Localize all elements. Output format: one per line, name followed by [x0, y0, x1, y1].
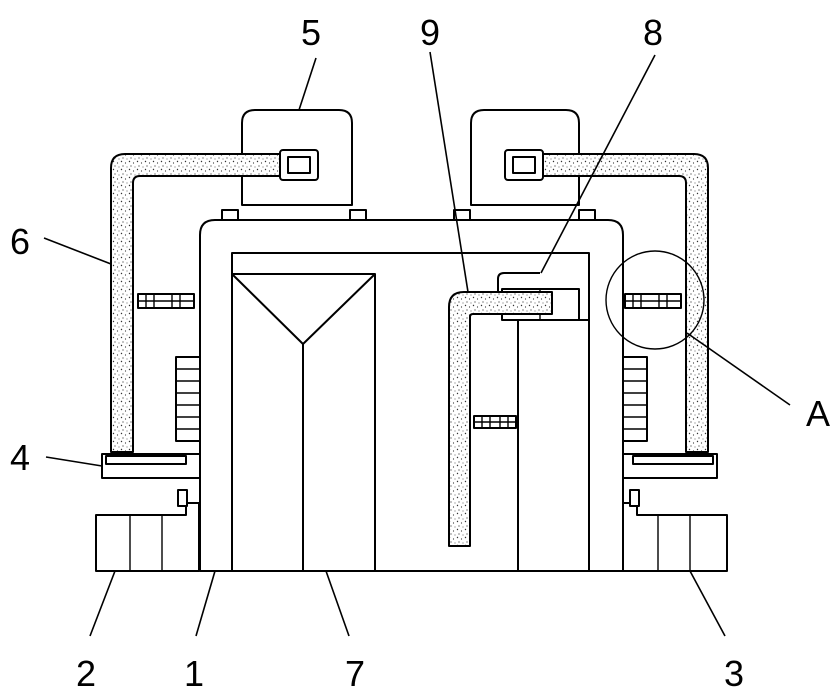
label-2: 2	[76, 653, 96, 694]
label-8: 8	[643, 12, 663, 53]
label-1: 1	[184, 653, 204, 694]
right-base-foot	[623, 490, 727, 571]
center-connector	[474, 416, 516, 428]
left-clip-connector	[138, 294, 194, 308]
top-bolts	[222, 210, 595, 220]
left-fin-stack	[176, 357, 200, 441]
right-side-plate	[623, 454, 717, 478]
label-5: 5	[301, 12, 321, 53]
label-4: 4	[10, 437, 30, 478]
label-3: 3	[724, 653, 744, 694]
right-fin-stack	[623, 357, 647, 441]
label-7: 7	[345, 653, 365, 694]
label-9: 9	[420, 12, 440, 53]
left-base-foot	[96, 490, 199, 571]
label-a: A	[806, 393, 830, 434]
label-6: 6	[10, 221, 30, 262]
left-side-plate	[102, 454, 200, 478]
right-clip-connector	[625, 294, 681, 308]
